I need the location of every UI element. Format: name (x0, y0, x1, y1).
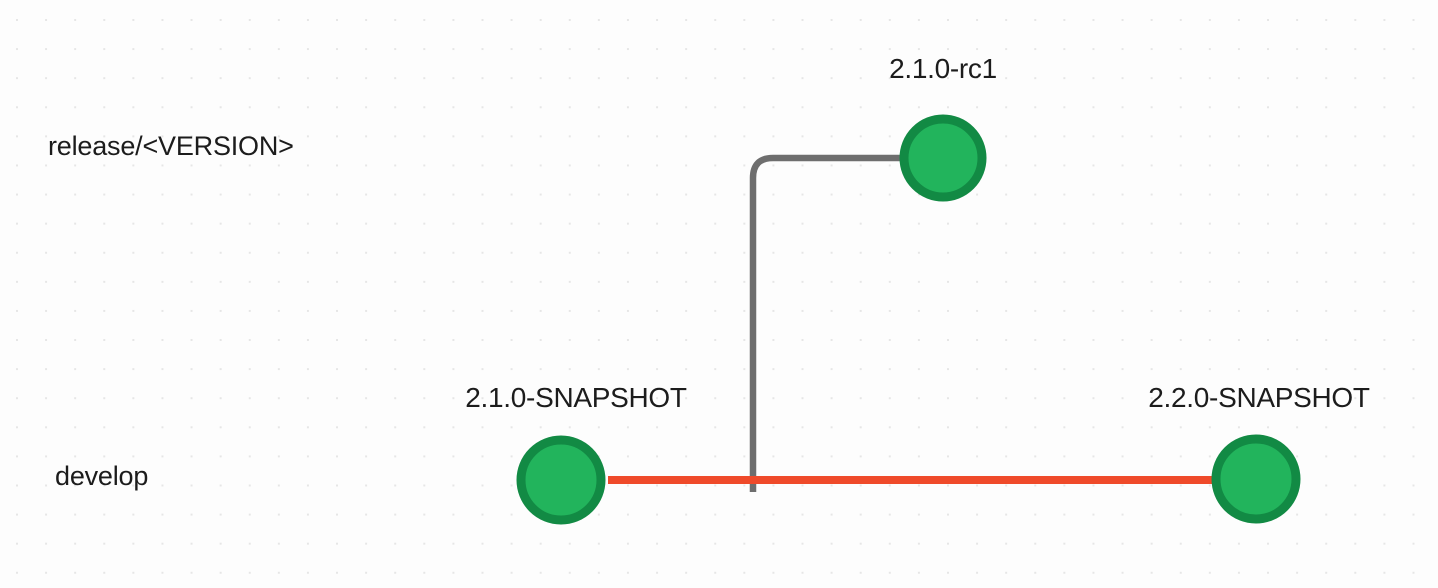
lane-label-develop: develop (55, 461, 149, 491)
commit-node-2-2-0-snapshot[interactable] (1211, 434, 1301, 524)
commit-node-2-1-0-snapshot[interactable] (516, 435, 606, 525)
lane-label-release: release/<VERSION> (48, 131, 294, 161)
release-branch-edge (749, 154, 906, 492)
commit-label-2-1-0-rc1: 2.1.0-rc1 (889, 53, 997, 84)
commit-node-2-1-0-rc1[interactable] (899, 114, 987, 202)
commit-label-2-2-0-snapshot: 2.2.0-SNAPSHOT (1148, 382, 1370, 413)
commit-label-2-1-0-snapshot: 2.1.0-SNAPSHOT (465, 382, 687, 413)
